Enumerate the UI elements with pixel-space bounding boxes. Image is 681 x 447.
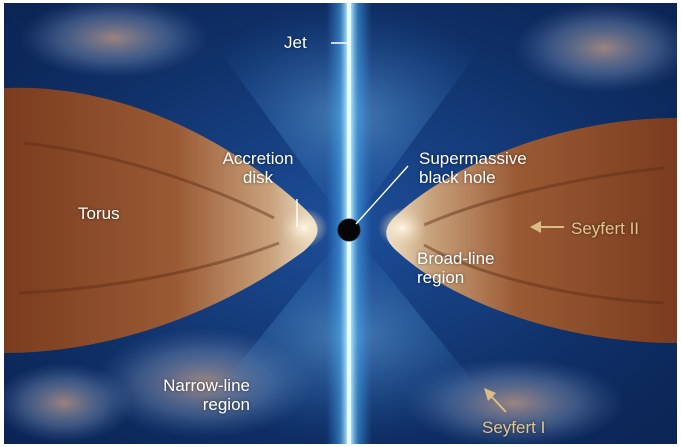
jet-label: Jet [284,33,307,52]
black-hole [337,218,361,242]
cloud-bottom-far-left [4,363,134,443]
torus-streak [18,241,280,295]
torus-left [4,87,318,353]
seyfert-1-label: Seyfert I [482,418,546,437]
accretion-disk-glow-right [378,208,426,248]
torus-streak [423,166,665,227]
agn-illustration [4,3,677,444]
broad-line-region-label: Broad-line region [417,249,495,287]
torus-streak [23,141,275,220]
cloud-top-right [514,3,677,93]
torus-streak [423,243,665,305]
cloud-top-left [19,3,209,78]
narrow-line-region-label: Narrow-line region [163,376,250,414]
accretion-disk-label: Accretion disk [222,149,294,187]
seyfert-2-label: Seyfert II [571,219,640,238]
torus-right [386,118,677,343]
black-hole-leader-line [355,165,409,225]
torus-label: Torus [78,204,120,223]
seyfert-1-arrow [484,388,507,413]
seyfert-2-arrow [530,221,564,233]
accretion-disk-glow-left [280,208,328,248]
supermassive-black-hole-label: Supermassive black hole [419,149,527,187]
agn-artwork [4,3,677,444]
